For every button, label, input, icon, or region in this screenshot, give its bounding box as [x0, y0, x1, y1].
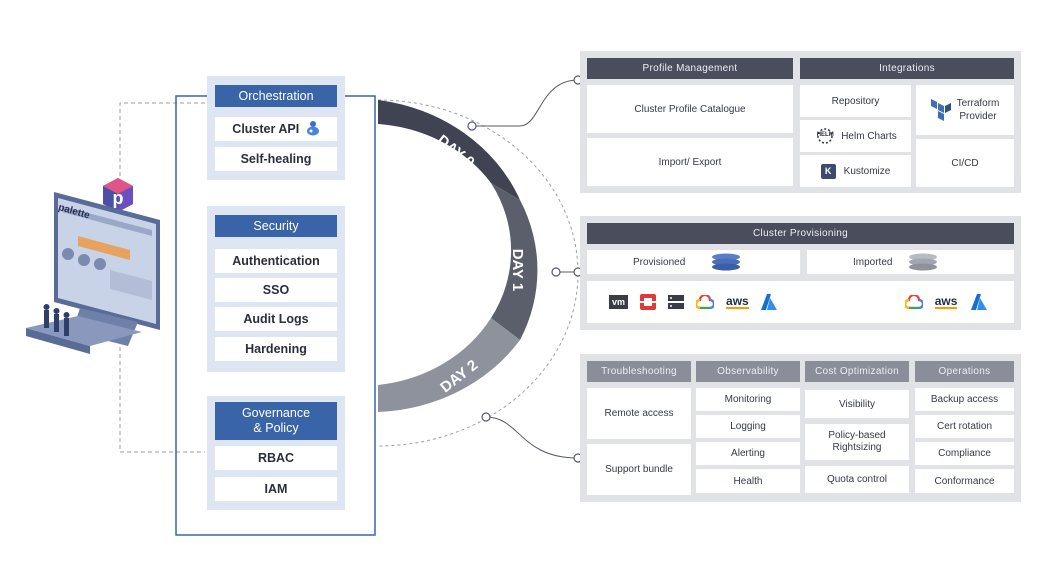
ci-cd: CI/CD: [916, 139, 1014, 187]
azure-icon: [760, 294, 777, 310]
logging: Logging: [696, 415, 800, 438]
health: Health: [696, 469, 800, 493]
quota-control: Quota control: [805, 466, 909, 493]
cluster-api-turtle-icon: [306, 120, 320, 136]
rbac-item: RBAC: [215, 446, 337, 470]
day0-panel: Profile Management Integrations Cluster …: [580, 51, 1021, 193]
terraform-provider: Terraform Provider: [916, 85, 1014, 135]
cluster-provisioning-header: Cluster Provisioning: [587, 223, 1014, 244]
day1-segment: [491, 183, 538, 340]
hardening-item: Hardening: [215, 337, 337, 361]
kustomize: K Kustomize: [800, 155, 911, 187]
monitoring: Monitoring: [696, 388, 800, 411]
conformance: Conformance: [915, 469, 1014, 493]
troubleshooting-header: Troubleshooting: [587, 361, 691, 382]
aws-icon: aws: [726, 294, 749, 309]
security-panel: Security Authentication SSO Audit Logs H…: [207, 206, 345, 372]
observability-header: Observability: [696, 361, 800, 382]
day1-label: DAY 1: [509, 249, 526, 292]
import-export: Import/ Export: [587, 138, 793, 186]
azure-icon-imported: [971, 294, 988, 310]
security-title: Security: [215, 215, 337, 237]
compliance: Compliance: [915, 442, 1014, 465]
sso-item: SSO: [215, 278, 337, 302]
remote-access: Remote access: [587, 388, 691, 439]
iam-item: IAM: [215, 477, 337, 501]
terraform-icon: [930, 99, 951, 121]
governance-panel: Governance & Policy RBAC IAM: [207, 396, 345, 510]
day2-panel: Troubleshooting Remote access Support bu…: [580, 354, 1021, 502]
svg-text:p: p: [113, 188, 124, 208]
governance-title: Governance & Policy: [215, 402, 337, 440]
stack-icon-grey: [908, 253, 938, 271]
vmware-icon: vm: [609, 295, 629, 309]
stack-icon-blue: [711, 253, 741, 271]
orchestration-panel: Orchestration Cluster API Self-healing: [207, 76, 345, 180]
google-cloud-icon-imported: [903, 293, 924, 310]
backup-access: Backup access: [915, 388, 1014, 411]
alerting: Alerting: [696, 442, 800, 465]
operations-header: Operations: [915, 361, 1014, 382]
helm-icon: HELM: [814, 126, 836, 146]
day1-panel: Cluster Provisioning Provisioned Importe…: [580, 216, 1021, 330]
aws-icon-imported: aws: [934, 294, 958, 309]
visibility: Visibility: [805, 390, 909, 418]
policy-based-rightsizing: Policy-based Rightsizing: [805, 424, 909, 460]
self-healing-item: Self-healing: [215, 147, 337, 171]
monitor-illustration: p palette: [20, 170, 170, 380]
integrations-header: Integrations: [800, 58, 1014, 79]
helm-charts: HELM Helm Charts: [800, 120, 911, 152]
day0-segment: [378, 100, 520, 200]
cert-rotation: Cert rotation: [915, 415, 1014, 438]
cluster-api-item: Cluster API: [215, 117, 337, 141]
authentication-item: Authentication: [215, 249, 337, 273]
kustomize-icon: K: [820, 163, 836, 179]
google-cloud-icon: [694, 293, 716, 310]
cost-optimization-header: Cost Optimization: [805, 361, 909, 382]
orchestration-title: Orchestration: [215, 85, 337, 107]
provisioned-label: Provisioned: [587, 250, 800, 274]
server-icon: [668, 295, 685, 309]
audit-logs-item: Audit Logs: [215, 307, 337, 331]
profile-management-header: Profile Management: [587, 58, 793, 79]
repository: Repository: [800, 85, 911, 117]
day2-segment: [378, 318, 520, 412]
palette-logo-icon: p: [103, 178, 133, 212]
support-bundle: Support bundle: [587, 444, 691, 495]
provider-logos-row: vm aws aws: [587, 281, 1014, 323]
openstack-icon: [640, 294, 657, 310]
imported-label: Imported: [807, 250, 1014, 274]
cluster-profile-catalogue: Cluster Profile Catalogue: [587, 85, 793, 133]
